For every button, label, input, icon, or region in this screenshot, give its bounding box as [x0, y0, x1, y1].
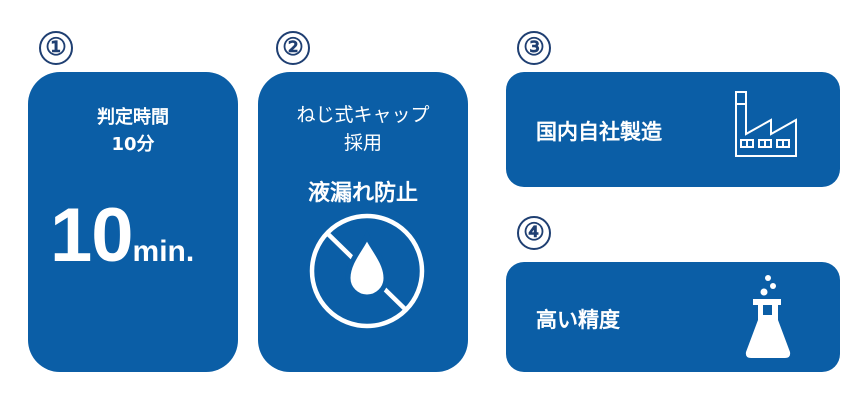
card-title: 国内自社製造 — [536, 120, 662, 144]
big-time-value: 10min. — [50, 192, 194, 279]
time-unit: min. — [132, 235, 195, 268]
feature-card-domestic-manufacturing: 国内自社製造 — [506, 72, 840, 187]
feature-card-high-precision: 高い精度 — [506, 262, 840, 372]
number-badge-4: ④ — [517, 216, 551, 250]
card-title-line-2: 採用 — [343, 132, 382, 154]
card-title-line-1: 判定時間 — [97, 107, 169, 128]
number-badge-3: ③ — [517, 31, 551, 65]
feature-card-judgment-time: 判定時間 10分 10min. — [28, 72, 238, 372]
flask-icon — [745, 275, 791, 358]
number-badge-2: ② — [276, 31, 310, 65]
card-title: 高い精度 — [536, 308, 620, 332]
feature-card-screw-cap: ねじ式キャップ 採用 液漏れ防止 — [258, 72, 468, 372]
no-leak-drop-icon — [309, 213, 425, 329]
time-number: 10 — [50, 193, 134, 278]
card-headline: 液漏れ防止 — [307, 181, 418, 206]
card-title-line-2: 10分 — [111, 134, 155, 155]
card-title-line-1: ねじ式キャップ — [296, 104, 430, 126]
factory-icon — [735, 91, 797, 157]
number-badge-1: ① — [39, 31, 73, 65]
